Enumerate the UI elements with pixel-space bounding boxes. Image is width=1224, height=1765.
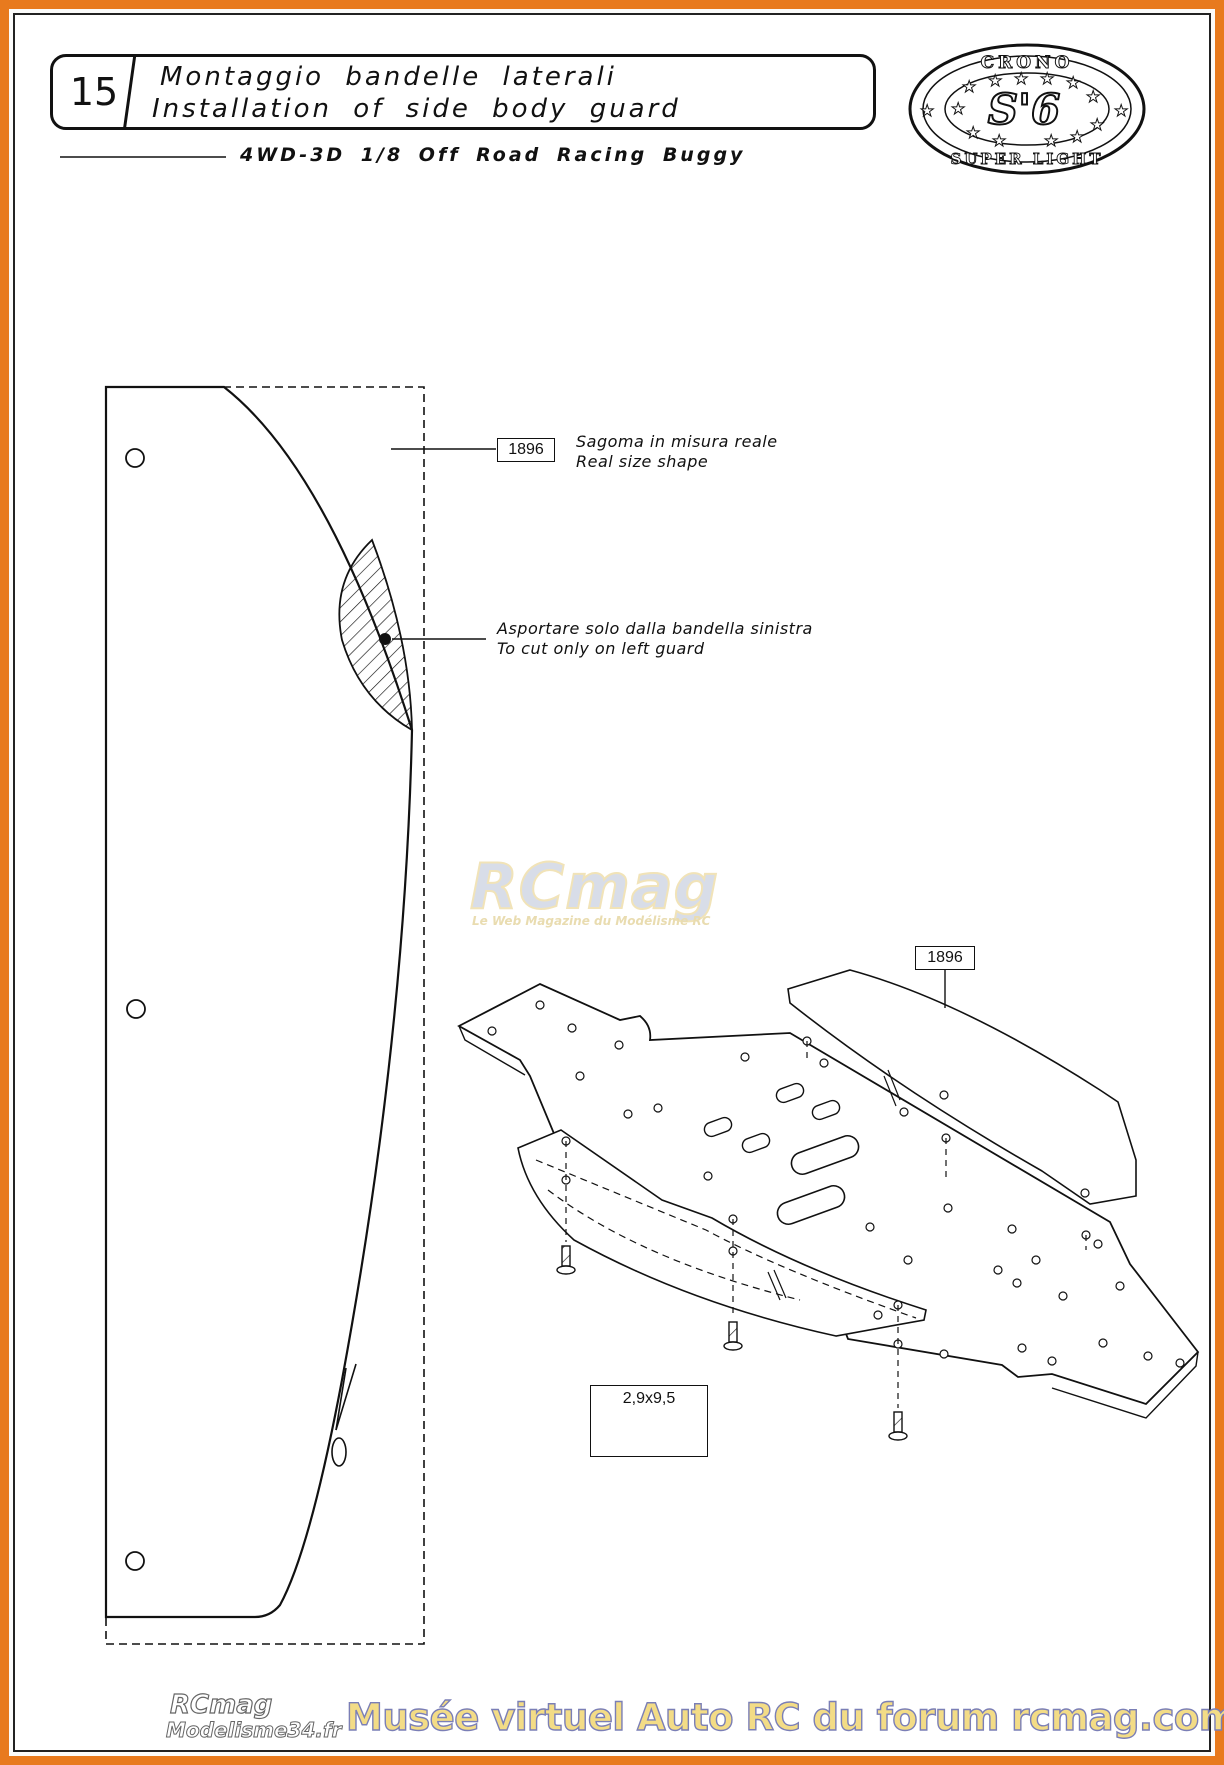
side-guard-template [104,385,496,1645]
watermark-tagline: Le Web Magazine du Modélisme RC [472,914,711,928]
model-subtitle: 4WD-3D 1/8 Off Road Racing Buggy [240,144,746,166]
logo-star-icon: ★ [1070,127,1084,146]
cut-callout-en: To cut only on left guard [497,639,705,658]
part-number-tag-assembly: 1896 [915,946,975,970]
logo-star-icon: ★ [1114,101,1128,120]
footer-logo-line1: RCmag [169,1689,273,1720]
logo-star-icon: ★ [951,99,965,118]
watermark-logo: RCmag [469,849,720,924]
footer-caption: Musée virtuel Auto RC du forum rcmag.com [345,1695,1224,1739]
title-box [50,54,876,130]
logo-star-icon: ★ [920,101,934,120]
logo-star-icon: ★ [988,71,1002,90]
logo-star-icon: ★ [962,77,976,96]
scissors-icon [331,1363,357,1467]
chassis-assembly-view [457,969,1200,1441]
screw-size-legend: 2,9x9,5 [590,1385,708,1457]
logo-bottom-text: SUPER LIGHT [950,150,1103,168]
title-english: Installation of side body guard [152,94,681,124]
logo-star-icon: ★ [966,123,980,142]
footer-logo-line2: Modelisme34.fr [166,1718,343,1743]
real-size-callout-it: Sagoma in misura reale [576,432,778,451]
logo-star-icon: ★ [1086,87,1100,106]
logo-star-icon: ★ [1044,131,1058,150]
logo-top-text: CRONO [981,53,1074,73]
logo-star-icon: ★ [992,131,1006,150]
logo-star-icon: ★ [1040,69,1054,88]
footer-logo: RCmag Modelisme34.fr [166,1689,343,1746]
part-number-tag-template: 1896 [497,438,555,462]
step-number: 15 [69,70,119,114]
logo-center-text: S'6 [988,85,1060,134]
cut-callout-it: Asportare solo dalla bandella sinistra [497,619,813,638]
screw-size-label: 2,9x9,5 [622,1390,676,1407]
crono-logo: S'6 CRONO SUPER LIGHT ★ ★ ★ ★ ★ ★ ★ ★ ★ … [908,43,1146,175]
rcmag-watermark: RCmag Le Web Magazine du Modélisme RC [469,849,760,930]
logo-star-icon: ★ [1014,69,1028,88]
logo-star-icon: ★ [1066,73,1080,92]
screw-icon [556,1245,908,1441]
logo-star-icon: ★ [1090,115,1104,134]
title-italian: Montaggio bandelle laterali [160,62,617,92]
real-size-callout-en: Real size shape [576,452,709,471]
